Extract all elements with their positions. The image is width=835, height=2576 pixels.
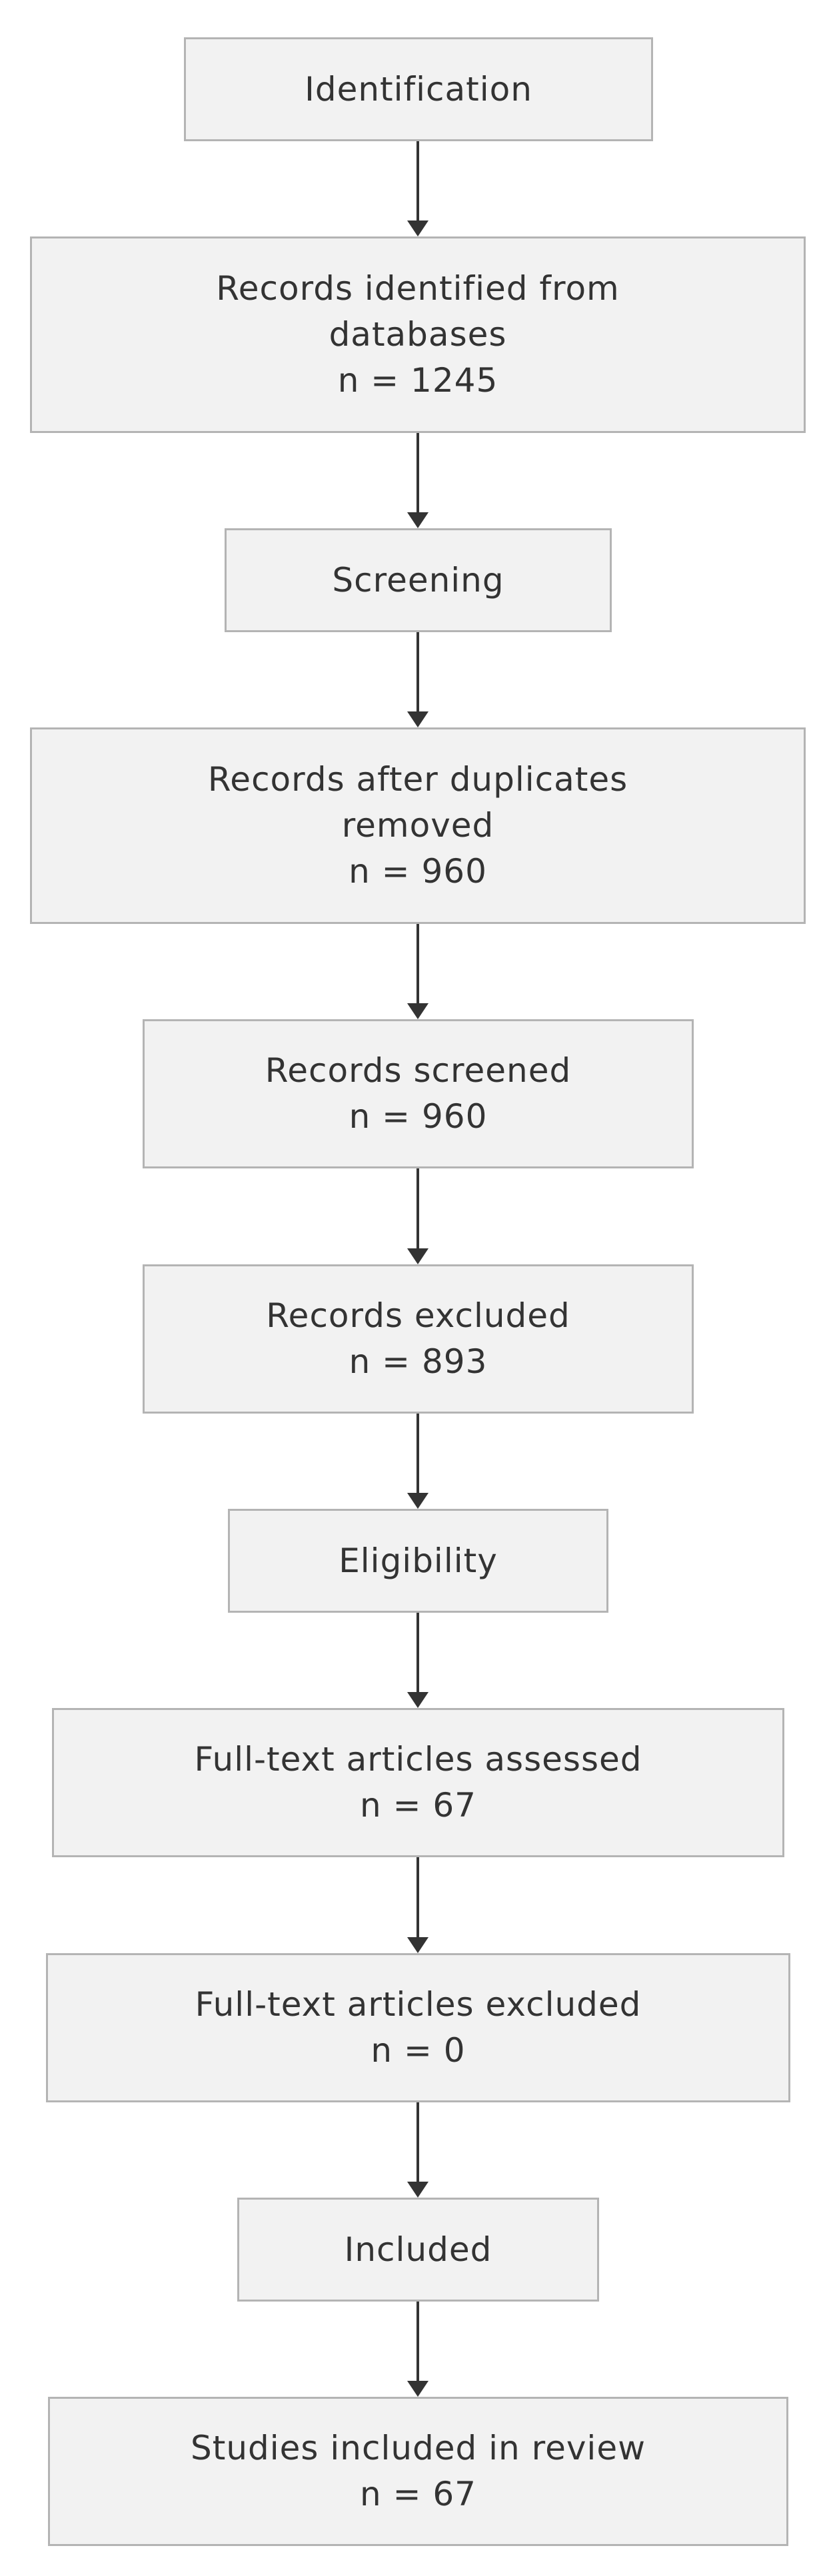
arrow-2-shaft — [417, 433, 419, 516]
node-included: Included — [237, 2198, 599, 2302]
node-studies-included-line-2: n = 67 — [360, 2475, 476, 2513]
node-eligibility: Eligibility — [228, 1509, 608, 1613]
node-included-line-1: Included — [344, 2230, 492, 2269]
node-records-after-duplicates-line-2: removed — [341, 806, 494, 845]
arrow-2-head — [407, 512, 428, 528]
node-records-screened-line-1: Records screened — [265, 1051, 572, 1090]
node-records-excluded-line-1: Records excluded — [266, 1296, 570, 1335]
arrow-9-shaft — [417, 2102, 419, 2186]
arrow-1-head — [407, 220, 428, 236]
node-records-after-duplicates-line-3: n = 960 — [349, 852, 487, 891]
node-full-text-excluded-line-1: Full-text articles excluded — [195, 1985, 642, 2024]
node-records-identified-line-1: Records identified from — [216, 269, 620, 308]
node-full-text-assessed-line-1: Full-text articles assessed — [194, 1740, 642, 1779]
node-records-excluded: Records excluded n = 893 — [143, 1264, 694, 1414]
arrow-9-head — [407, 2182, 428, 2198]
node-full-text-assessed: Full-text articles assessed n = 67 — [52, 1708, 784, 1857]
arrow-4-head — [407, 1003, 428, 1019]
node-records-excluded-line-2: n = 893 — [349, 1342, 488, 1381]
node-identification: Identification — [184, 37, 653, 141]
arrow-10-head — [407, 2381, 428, 2397]
arrow-3-head — [407, 711, 428, 727]
arrow-1 — [407, 141, 428, 236]
node-studies-included: Studies included in review n = 67 — [48, 2397, 788, 2546]
arrow-8-shaft — [417, 1857, 419, 1941]
arrow-5-shaft — [417, 1168, 419, 1252]
arrow-6-head — [407, 1493, 428, 1509]
node-studies-included-line-1: Studies included in review — [191, 2429, 646, 2467]
node-full-text-excluded: Full-text articles excluded n = 0 — [46, 1953, 790, 2102]
arrow-8 — [407, 1857, 428, 1953]
node-records-screened: Records screened n = 960 — [143, 1019, 694, 1168]
arrow-2 — [407, 433, 428, 528]
node-identification-line-1: Identification — [305, 69, 532, 109]
arrow-7-shaft — [417, 1613, 419, 1696]
node-full-text-assessed-line-2: n = 67 — [360, 1786, 476, 1825]
arrow-3 — [407, 632, 428, 727]
arrow-3-shaft — [417, 632, 419, 715]
arrow-5-head — [407, 1248, 428, 1264]
arrow-7-head — [407, 1692, 428, 1708]
arrow-7 — [407, 1613, 428, 1708]
node-records-identified-line-2: databases — [329, 315, 507, 354]
node-records-screened-line-2: n = 960 — [349, 1097, 488, 1136]
arrow-5 — [407, 1168, 428, 1264]
arrow-6-shaft — [417, 1414, 419, 1497]
node-records-after-duplicates: Records after duplicates removed n = 960 — [30, 727, 806, 924]
node-eligibility-line-1: Eligibility — [339, 1541, 498, 1580]
arrow-10 — [407, 2302, 428, 2397]
arrow-9 — [407, 2102, 428, 2198]
arrow-4-shaft — [417, 924, 419, 1007]
node-full-text-excluded-line-2: n = 0 — [371, 2031, 466, 2070]
node-screening: Screening — [225, 528, 612, 632]
arrow-6 — [407, 1414, 428, 1509]
arrow-4 — [407, 924, 428, 1019]
node-records-identified: Records identified from databases n = 12… — [30, 236, 806, 433]
node-records-identified-line-3: n = 1245 — [337, 361, 498, 400]
node-screening-line-1: Screening — [332, 560, 504, 600]
arrow-1-shaft — [417, 141, 419, 224]
arrow-8-head — [407, 1937, 428, 1953]
arrow-10-shaft — [417, 2302, 419, 2385]
node-records-after-duplicates-line-1: Records after duplicates — [207, 760, 628, 799]
